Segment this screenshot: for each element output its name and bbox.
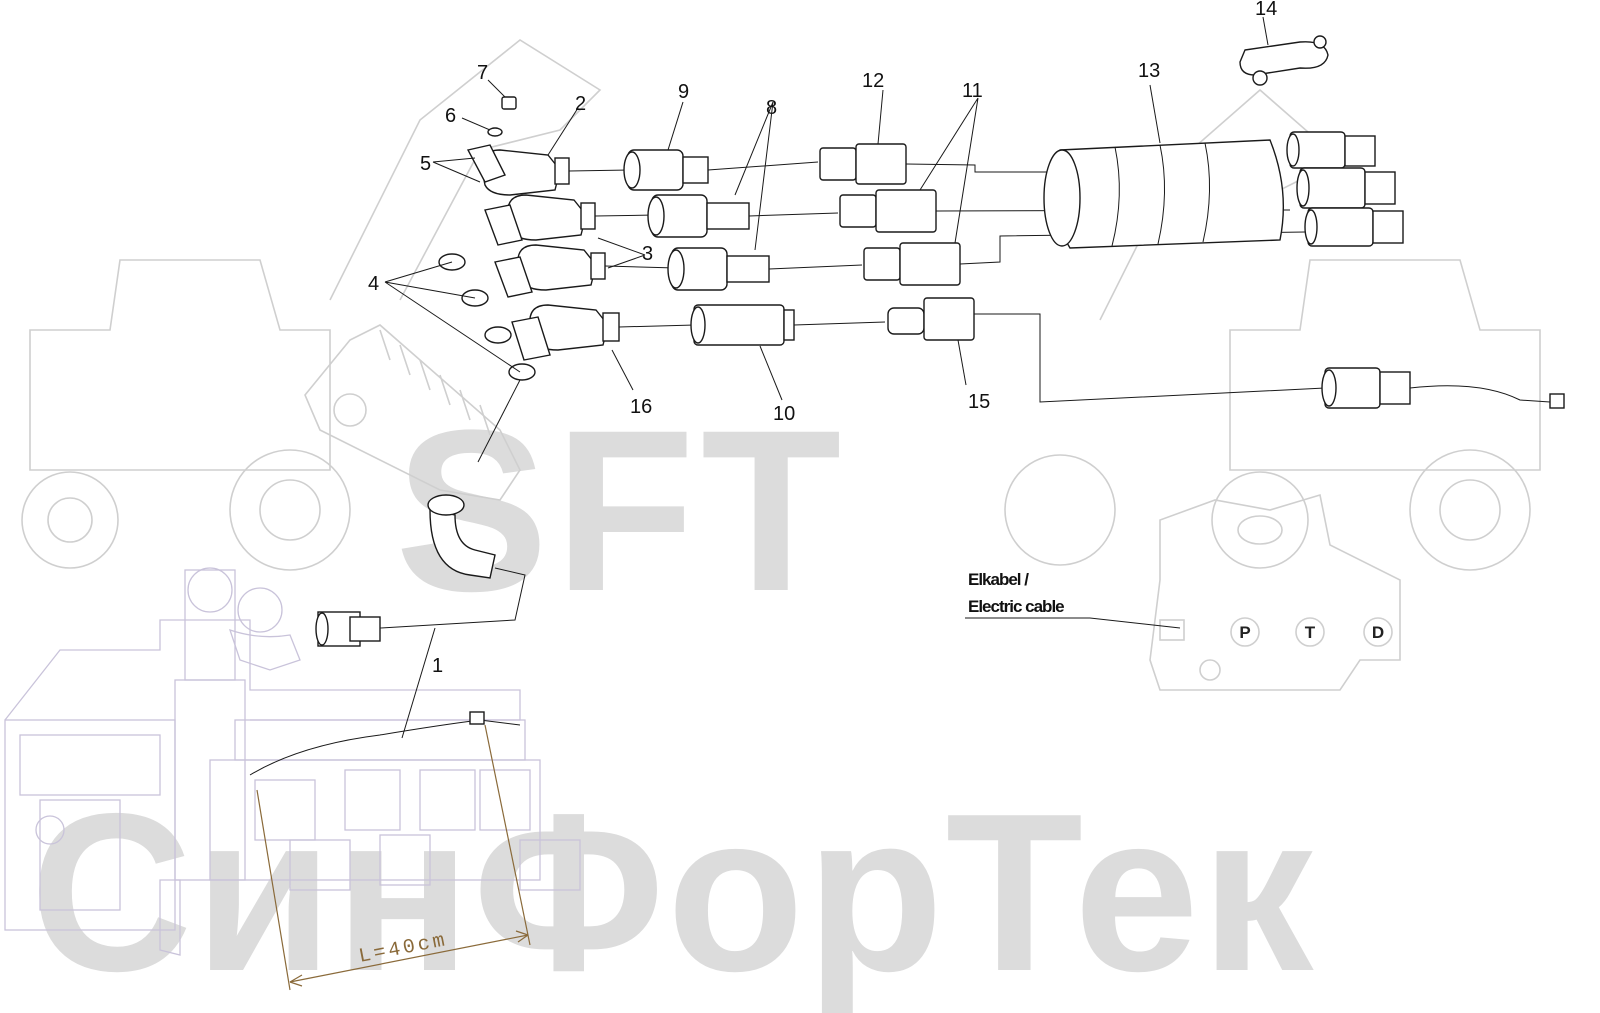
hose-end-fittings-right xyxy=(1286,131,1565,409)
callout-6: 6 xyxy=(445,105,456,127)
cable-label-line1: Elkabel / xyxy=(968,570,1029,589)
callout-13: 13 xyxy=(1138,60,1160,82)
electric-cable-route xyxy=(249,711,521,776)
callout-12: 12 xyxy=(862,70,884,92)
elbow-to-valve-hose xyxy=(315,494,526,647)
callout-leaders xyxy=(384,16,1269,739)
callout-5: 5 xyxy=(420,153,431,175)
port-d-label: D xyxy=(1372,623,1384,642)
callout-14: 14 xyxy=(1255,0,1277,20)
coupling-10 xyxy=(690,304,886,346)
callout-16: 16 xyxy=(630,396,652,418)
port-p-label: P xyxy=(1239,623,1250,642)
callout-8: 8 xyxy=(766,97,777,119)
callout-4: 4 xyxy=(368,273,379,295)
protective-sleeve-13 xyxy=(1043,139,1285,249)
adapters-8-9 xyxy=(623,149,863,291)
callout-2: 2 xyxy=(575,93,586,115)
callout-15: 15 xyxy=(968,391,990,413)
callout-3: 3 xyxy=(642,243,653,265)
callout-1: 1 xyxy=(432,655,443,677)
valve-block-assembly xyxy=(4,567,581,956)
cable-label-line2: Electric cable xyxy=(968,597,1064,616)
quick-coupling-15 xyxy=(887,297,1326,403)
callout-9: 9 xyxy=(678,81,689,103)
callout-7: 7 xyxy=(477,62,488,84)
length-dimension xyxy=(256,724,531,991)
shackle-14 xyxy=(1239,35,1329,86)
watermark-logo-text: SFT xyxy=(395,382,847,639)
callout-10: 10 xyxy=(773,403,795,425)
callout-11: 11 xyxy=(962,80,983,102)
valve-plate-ports xyxy=(1149,493,1401,691)
port-t-label: T xyxy=(1305,623,1316,642)
mounting-plate xyxy=(304,324,521,501)
elbow-fittings xyxy=(438,96,696,463)
cable-label-leader xyxy=(965,617,1181,629)
watermark-company-text: СинФорТек xyxy=(30,766,1316,1013)
